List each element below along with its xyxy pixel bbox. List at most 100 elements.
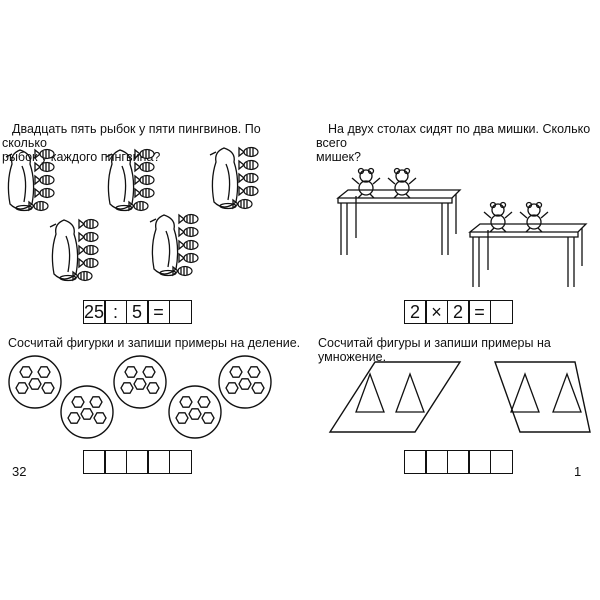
hexagon-icon bbox=[229, 366, 243, 378]
fish-detail bbox=[178, 213, 194, 225]
equation-cell[interactable]: 5 bbox=[125, 300, 149, 324]
answer-cell[interactable] bbox=[82, 450, 106, 474]
fish-icon bbox=[39, 161, 55, 173]
hexagon-icon bbox=[67, 412, 81, 424]
circle-figure bbox=[8, 355, 62, 409]
hexagon-icon bbox=[120, 382, 134, 394]
fish-detail bbox=[134, 148, 150, 160]
table-with-bears bbox=[468, 201, 588, 287]
circle-figure bbox=[60, 385, 114, 439]
penguin-group bbox=[209, 146, 259, 210]
fish-detail bbox=[128, 200, 144, 212]
bear-limbs bbox=[519, 211, 549, 233]
fish-icon bbox=[243, 159, 259, 171]
fish-icon bbox=[83, 244, 99, 256]
answer-cell[interactable] bbox=[468, 450, 491, 474]
equation-cell[interactable]: 2 bbox=[446, 300, 470, 324]
equation-cell[interactable]: 25 bbox=[82, 300, 106, 324]
triangle-icon bbox=[552, 372, 582, 413]
fish-icon bbox=[183, 226, 199, 238]
triangle-icon bbox=[395, 372, 425, 413]
hexagon-icon bbox=[19, 366, 33, 378]
left-equation: 25 : 5 = bbox=[82, 300, 192, 324]
bear-ear bbox=[367, 167, 375, 175]
answer-cell[interactable] bbox=[104, 450, 127, 474]
fish-detail bbox=[78, 244, 94, 256]
answer-cell[interactable] bbox=[489, 450, 513, 474]
left-page-number: 32 bbox=[12, 464, 27, 479]
answer-cell[interactable] bbox=[446, 450, 470, 474]
answer-cell[interactable] bbox=[403, 450, 427, 474]
fish-detail bbox=[28, 200, 44, 212]
equation-cell[interactable]: = bbox=[468, 300, 491, 324]
equation-cell[interactable]: × bbox=[425, 300, 448, 324]
fish-icon bbox=[39, 187, 55, 199]
bear-limbs bbox=[351, 177, 381, 199]
bear-ear bbox=[489, 201, 497, 209]
fish-icon bbox=[33, 200, 49, 212]
bear-ear bbox=[535, 201, 543, 209]
bear-limbs bbox=[387, 177, 417, 199]
right-task2-text: Сосчитай фигуры и запиши примеры на умно… bbox=[318, 336, 598, 364]
right-equation: 2 × 2 = bbox=[403, 300, 513, 324]
bear-head bbox=[491, 203, 505, 217]
fish-icon bbox=[139, 161, 155, 173]
left-task1-line1: Двадцать пять рыбок у пяти пингвинов. По… bbox=[2, 122, 261, 150]
fish-detail bbox=[34, 187, 50, 199]
fish-detail bbox=[78, 231, 94, 243]
fish-detail bbox=[178, 239, 194, 251]
bear-limbs bbox=[483, 211, 513, 233]
triangle-icon bbox=[355, 372, 385, 413]
right-task1-line2: мишек? bbox=[316, 150, 361, 164]
penguin-detail bbox=[209, 151, 231, 201]
left-task2-line: Сосчитай фигурки и запиши примеры на дел… bbox=[8, 336, 301, 350]
fish-icon bbox=[133, 200, 149, 212]
fish-icon bbox=[83, 257, 99, 269]
bear-body bbox=[526, 214, 542, 230]
hexagon-icon bbox=[142, 366, 156, 378]
circle-figure bbox=[218, 355, 272, 409]
fish-detail bbox=[78, 218, 94, 230]
hexagon-icon bbox=[175, 412, 189, 424]
fish-icon bbox=[237, 198, 253, 210]
fish-detail bbox=[78, 257, 94, 269]
fish-detail bbox=[178, 252, 194, 264]
fish-icon bbox=[83, 218, 99, 230]
equation-cell[interactable]: : bbox=[104, 300, 127, 324]
parallelogram-figure bbox=[328, 361, 462, 433]
penguin-group bbox=[49, 218, 99, 282]
fish-detail bbox=[134, 161, 150, 173]
hexagon-icon bbox=[201, 412, 215, 424]
penguin-detail bbox=[105, 153, 127, 203]
table-legs bbox=[472, 228, 583, 287]
answer-cell[interactable] bbox=[147, 450, 170, 474]
fish-icon bbox=[83, 231, 99, 243]
bear-body bbox=[394, 180, 410, 196]
equation-cell[interactable]: 2 bbox=[403, 300, 427, 324]
penguin-detail bbox=[49, 223, 71, 273]
bear-ear bbox=[525, 201, 533, 209]
hexagon-icon bbox=[124, 366, 138, 378]
answer-cell[interactable] bbox=[125, 450, 149, 474]
answer-cell[interactable] bbox=[425, 450, 448, 474]
right-task2-line: Сосчитай фигуры и запиши примеры на умно… bbox=[318, 336, 551, 364]
fish-detail bbox=[134, 174, 150, 186]
equation-cell[interactable]: = bbox=[147, 300, 170, 324]
answer-cell[interactable] bbox=[168, 450, 192, 474]
left-answer-boxes bbox=[82, 450, 192, 474]
equation-answer-cell[interactable] bbox=[489, 300, 513, 324]
bear-body bbox=[490, 214, 506, 230]
bear-ear bbox=[403, 167, 411, 175]
fish-icon bbox=[139, 148, 155, 160]
penguin-icon bbox=[211, 147, 239, 208]
hexagon-icon bbox=[80, 408, 94, 420]
hexagon-icon bbox=[37, 366, 51, 378]
table-top bbox=[336, 189, 462, 204]
fish-detail bbox=[238, 159, 254, 171]
fish-detail bbox=[34, 148, 50, 160]
hexagon-icon bbox=[188, 408, 202, 420]
bear-head bbox=[395, 169, 409, 183]
fish-icon bbox=[243, 172, 259, 184]
equation-answer-cell[interactable] bbox=[168, 300, 192, 324]
